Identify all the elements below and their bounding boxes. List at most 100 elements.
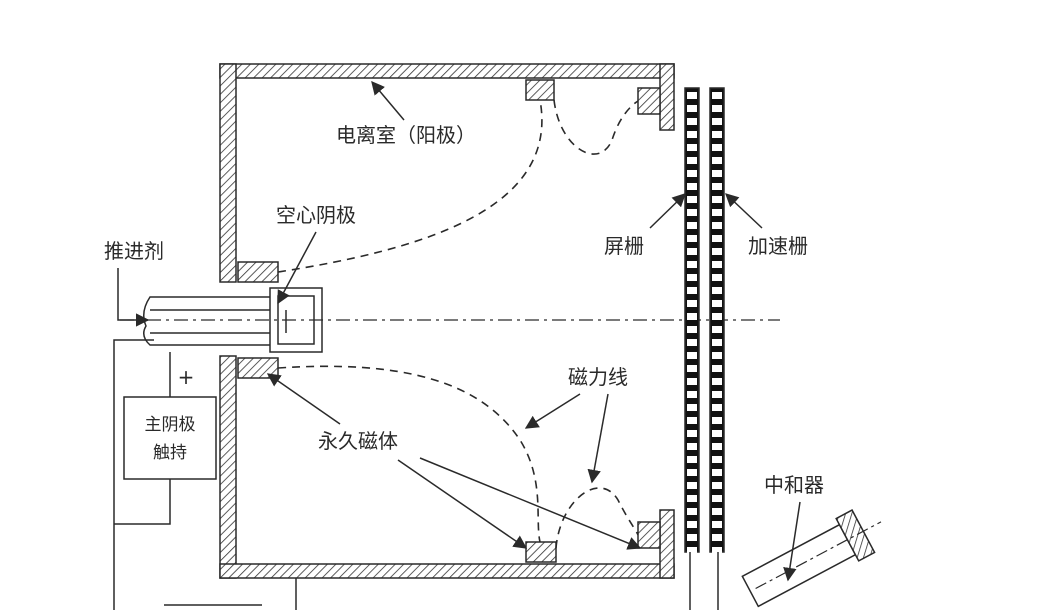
- grid-aperture: [712, 274, 722, 281]
- grid-aperture: [687, 209, 697, 216]
- magnet-top-right: [637, 87, 661, 115]
- label-propellant: 推进剂: [104, 239, 164, 263]
- grid-aperture: [687, 521, 697, 528]
- grid-aperture: [712, 443, 722, 450]
- grid-aperture: [687, 534, 697, 541]
- grid-aperture: [712, 300, 722, 307]
- chamber-top-wall: [219, 63, 675, 79]
- keeper-label-line1: 主阴极: [145, 415, 196, 435]
- grid-aperture: [687, 196, 697, 203]
- grid-aperture: [687, 261, 697, 268]
- grid-aperture: [687, 482, 697, 489]
- grid-aperture: [712, 352, 722, 359]
- grid-aperture: [712, 261, 722, 268]
- grid-aperture: [687, 404, 697, 411]
- chamber-left-lower-wall: [219, 355, 237, 579]
- label-permanent-magnet: 永久磁体: [318, 429, 398, 453]
- grid-aperture: [712, 183, 722, 190]
- grid-aperture: [712, 209, 722, 216]
- grid-aperture: [712, 404, 722, 411]
- grid-aperture: [687, 118, 697, 125]
- label-ionization-chamber: 电离室（阳极）: [336, 123, 476, 147]
- arrow-magnet-bottom-right: [419, 457, 642, 550]
- chamber-right-upper-lip: [659, 63, 675, 131]
- grid-aperture: [687, 469, 697, 476]
- grid-aperture: [712, 326, 722, 333]
- grid-aperture: [687, 365, 697, 372]
- grid-aperture: [687, 157, 697, 164]
- grid-aperture: [687, 391, 697, 398]
- accel-grid: [709, 87, 725, 554]
- chamber-right-lower-lip: [659, 509, 675, 579]
- label-magnetic-field-lines: 磁力线: [568, 365, 628, 389]
- magnet-upper-left: [237, 261, 279, 283]
- grid-aperture: [712, 118, 722, 125]
- grid-aperture: [712, 521, 722, 528]
- grid-aperture: [687, 235, 697, 242]
- label-accel-grid: 加速栅: [748, 234, 808, 258]
- wiring: [113, 339, 297, 610]
- arrow-accel-grid: [725, 193, 763, 229]
- grid-aperture: [712, 508, 722, 515]
- grid-aperture: [687, 170, 697, 177]
- grid-aperture: [687, 339, 697, 346]
- chamber-bottom-wall: [219, 563, 675, 579]
- grid-aperture: [687, 131, 697, 138]
- grid-aperture: [687, 105, 697, 112]
- grid-aperture: [712, 196, 722, 203]
- grid-aperture: [712, 170, 722, 177]
- plus-sign: +: [178, 365, 195, 389]
- screen-grid: [684, 87, 700, 554]
- grid-aperture: [712, 495, 722, 502]
- grid-aperture: [687, 313, 697, 320]
- grid-aperture: [687, 495, 697, 502]
- arrow-screen-grid: [649, 193, 686, 229]
- chamber-wall: [219, 63, 675, 579]
- grid-aperture: [712, 430, 722, 437]
- grid-aperture: [712, 157, 722, 164]
- grid-aperture: [687, 92, 697, 99]
- annotations: 电离室（阳极） 空心阴极 推进剂 屏栅 加速栅 磁力线 永久磁体 中和器: [104, 80, 824, 582]
- grid-aperture: [712, 534, 722, 541]
- grid-aperture: [712, 482, 722, 489]
- field-line-top-arc: [553, 99, 639, 155]
- grid-aperture: [687, 274, 697, 281]
- arrow-propellant: [117, 268, 150, 327]
- grid-aperture: [687, 456, 697, 463]
- grid-aperture: [712, 235, 722, 242]
- grid-aperture: [687, 547, 697, 554]
- grid-aperture: [687, 222, 697, 229]
- field-line-bottom-arc: [555, 487, 639, 549]
- grid-aperture: [712, 105, 722, 112]
- grid-aperture: [687, 378, 697, 385]
- grid-aperture: [712, 547, 722, 554]
- grid-aperture: [712, 456, 722, 463]
- grid-aperture: [712, 222, 722, 229]
- field-line-lower: [277, 365, 541, 543]
- arrow-hollow-cathode: [277, 231, 317, 305]
- arrow-neutralizer: [783, 501, 801, 582]
- grid-aperture: [712, 92, 722, 99]
- keeper-label-line2: 触持: [153, 443, 187, 463]
- grid-aperture: [712, 144, 722, 151]
- grid-aperture: [687, 287, 697, 294]
- arrow-magnet-left: [266, 373, 341, 425]
- neutralizer: [741, 509, 882, 608]
- keeper-supply: 主阴极 触持 +: [123, 365, 217, 480]
- label-screen-grid: 屏栅: [604, 234, 644, 258]
- permanent-magnets: [237, 79, 661, 563]
- grid-aperture: [687, 417, 697, 424]
- arrow-field-line-2: [587, 393, 609, 484]
- grid-aperture: [712, 131, 722, 138]
- grid-aperture: [712, 365, 722, 372]
- chamber-left-upper-wall: [219, 63, 237, 283]
- magnet-bottom-right: [637, 521, 661, 549]
- magnet-lower-left: [237, 357, 279, 379]
- grid-aperture: [687, 144, 697, 151]
- grid-aperture: [687, 300, 697, 307]
- grid-aperture: [712, 417, 722, 424]
- grid-aperture: [687, 508, 697, 515]
- field-line-upper: [277, 99, 543, 273]
